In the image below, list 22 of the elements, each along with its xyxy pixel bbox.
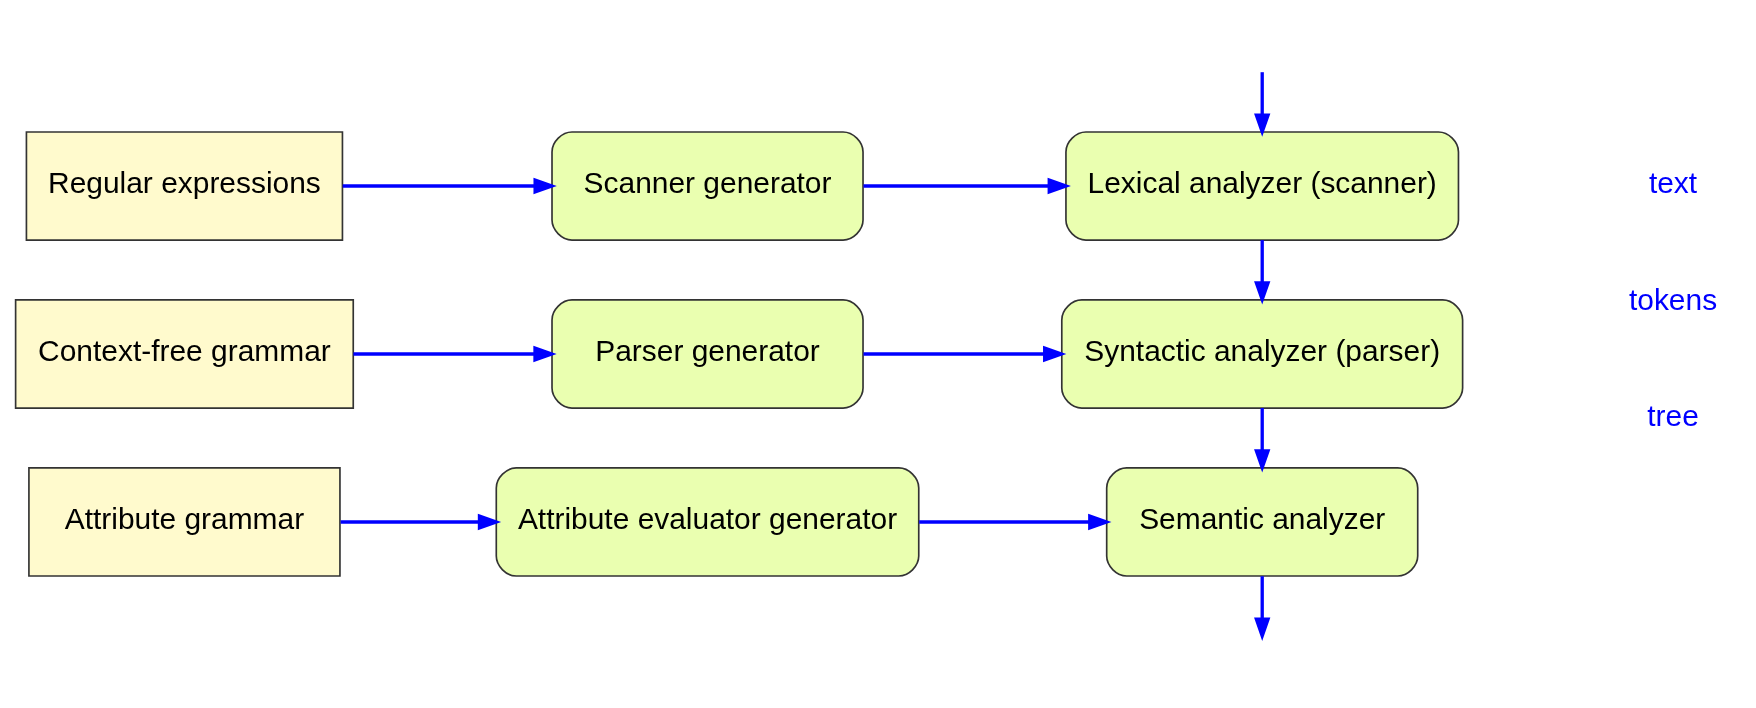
node-box: Semantic analyzer <box>1105 467 1419 577</box>
arrow <box>1254 576 1271 641</box>
node-box: Context-free grammar <box>14 299 355 409</box>
arrow <box>1254 72 1271 137</box>
label: text <box>1648 166 1698 200</box>
node-box: Scanner generator <box>551 131 864 241</box>
arrow <box>1254 408 1271 473</box>
arrow <box>340 513 502 531</box>
node-box: Parser generator <box>551 299 864 409</box>
node-box: Lexical analyzer (scanner) <box>1065 131 1460 241</box>
arrow <box>863 177 1071 195</box>
arrow <box>353 345 557 363</box>
arrow <box>863 345 1067 363</box>
node-box: Attribute evaluator generator <box>495 467 920 577</box>
arrow <box>342 177 557 195</box>
arrow <box>1254 240 1271 305</box>
label: tree <box>1647 399 1699 433</box>
label: tokens <box>1628 282 1718 316</box>
arrow <box>919 513 1112 531</box>
node-box: Attribute grammar <box>28 467 341 577</box>
node-box: Regular expressions <box>25 131 344 241</box>
node-box: Syntactic analyzer (parser) <box>1060 299 1464 409</box>
